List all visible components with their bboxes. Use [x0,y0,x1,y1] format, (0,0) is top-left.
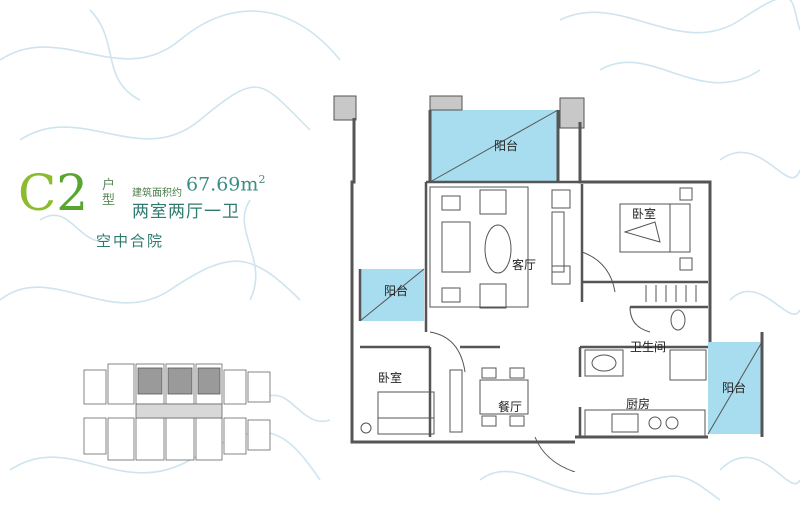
wall-hatch [429,95,463,111]
room-label-kitchen: 厨房 [626,396,650,411]
living-furniture [429,186,571,309]
dining-furniture [449,367,529,433]
room-label-bedroom-second: 卧室 [378,370,402,385]
room-label-bathroom: 卫生间 [630,340,666,354]
master-bed [619,187,693,271]
building-key-map [83,363,271,461]
inner-walls [358,180,708,437]
room-label-dining: 餐厅 [498,399,522,414]
door-swings [429,251,651,472]
area-value: 67.69m2 [186,173,265,195]
area-unit: m [240,173,259,196]
keymap-highlight-unit [197,367,221,395]
balcony-left-diagonal [359,268,425,322]
area-label: 建筑面积约 [132,188,182,199]
keymap-highlight-unit [167,367,193,395]
wardrobe [645,285,697,302]
room-label-living: 客厅 [512,257,536,272]
balcony-right-diagonal [707,341,763,435]
wall-hatch [333,95,357,121]
house-code-number: 2 [56,164,89,222]
room-label-bedroom-master: 卧室 [632,206,656,221]
room-label-balcony-top: 阳台 [494,138,518,153]
title-block: C2 户 型 建筑面积约 67.69m2 两室两厅一卫 空中合院 [18,168,288,258]
balcony-top-diagonal [429,109,559,183]
room-summary: 两室两厅一卫 [132,202,240,222]
bathroom-fixtures [584,309,707,381]
house-type-char: 户 [102,178,116,193]
kitchen-fixtures [584,409,706,437]
house-type-char: 型 [102,193,116,208]
house-type-label: 户 型 [102,178,116,208]
outer-walls [350,110,764,444]
subtitle: 空中合院 [96,232,165,250]
keymap-core [135,403,223,419]
keymap-highlight-unit [137,367,163,395]
house-code-letter: C [18,164,57,222]
house-code: C2 [18,168,88,218]
room-label-balcony-left: 阳台 [384,283,408,298]
area-number: 67.69 [186,173,241,196]
second-bed [360,391,435,435]
area-unit-exponent: 2 [258,173,266,186]
room-label-balcony-right: 阳台 [722,380,746,395]
floor-plan: 阳台 阳台 阳台 卧室 卧室 客厅 餐厅 卫生间 厨房 [333,95,764,472]
